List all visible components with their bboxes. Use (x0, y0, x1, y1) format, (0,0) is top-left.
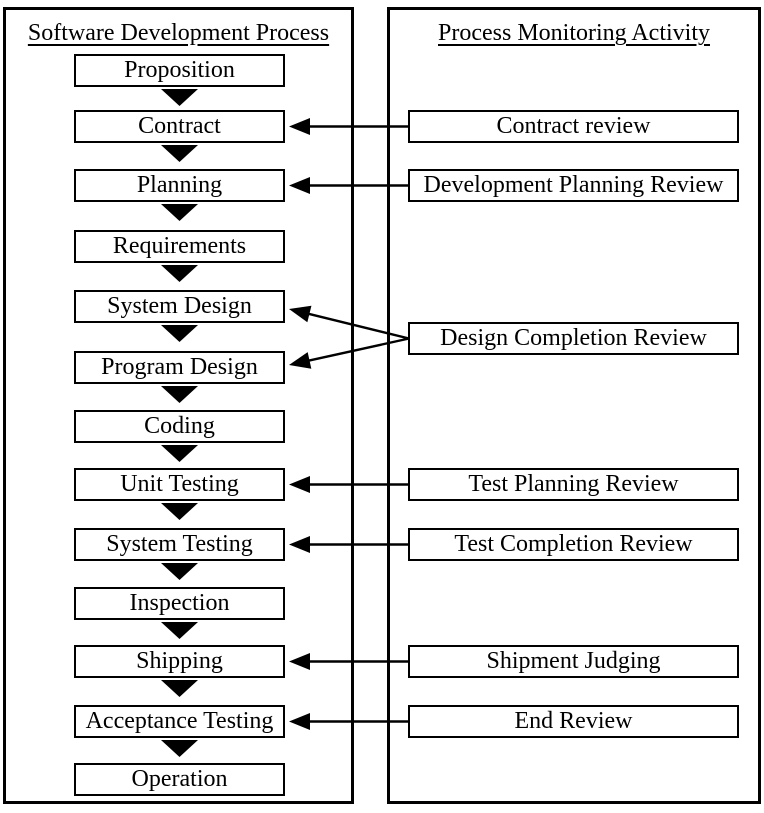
process-step-system-design: System Design (74, 290, 285, 323)
process-step-program-design: Program Design (74, 351, 285, 384)
monitoring-activity-test-planning-review: Test Planning Review (408, 468, 739, 501)
left-panel-title: Software Development Process (27, 20, 330, 46)
monitoring-activity-shipment-judging: Shipment Judging (408, 645, 739, 678)
process-step-unit-testing: Unit Testing (74, 468, 285, 501)
process-step-shipping: Shipping (74, 645, 285, 678)
process-step-acceptance-testing: Acceptance Testing (74, 705, 285, 738)
process-step-coding: Coding (74, 410, 285, 443)
process-step-requirements: Requirements (74, 230, 285, 263)
monitoring-activity-test-completion-review: Test Completion Review (408, 528, 739, 561)
monitoring-activity-contract-review: Contract review (408, 110, 739, 143)
process-step-inspection: Inspection (74, 587, 285, 620)
process-step-planning: Planning (74, 169, 285, 202)
monitoring-activity-end-review: End Review (408, 705, 739, 738)
process-step-proposition: Proposition (74, 54, 285, 87)
monitoring-activity-design-completion-review: Design Completion Review (408, 322, 739, 355)
process-step-system-testing: System Testing (74, 528, 285, 561)
monitoring-activity-development-planning-review: Development Planning Review (408, 169, 739, 202)
process-step-contract: Contract (74, 110, 285, 143)
right-panel-title: Process Monitoring Activity (438, 20, 710, 46)
process-step-operation: Operation (74, 763, 285, 796)
